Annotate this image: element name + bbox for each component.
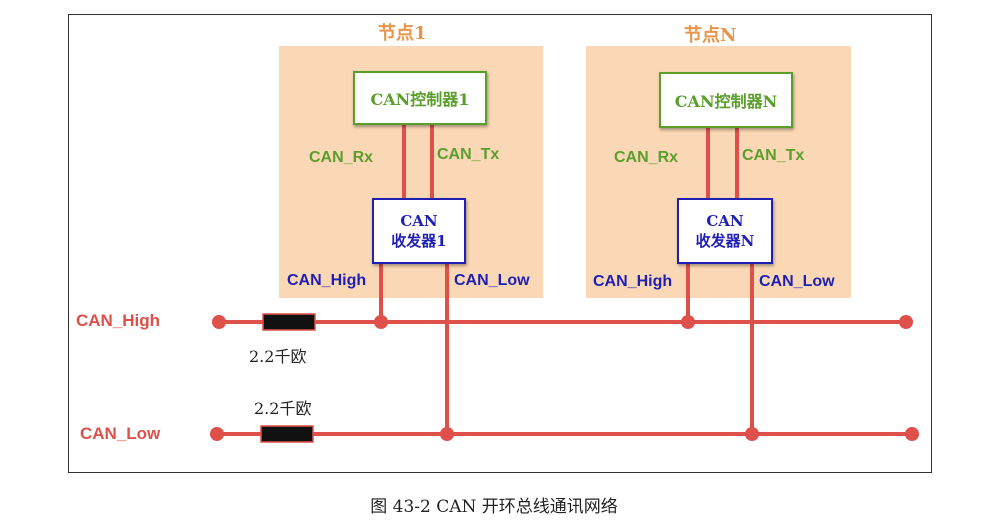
node-n-low-label: CAN_Low bbox=[759, 273, 835, 290]
node-1-low-label: CAN_Low bbox=[454, 272, 530, 289]
node-1-rx-label: CAN_Rx bbox=[309, 149, 374, 166]
node-n-rx-label: CAN_Rx bbox=[614, 149, 679, 166]
bus-high-label: CAN_High bbox=[76, 311, 161, 330]
low-bus-left-terminal bbox=[210, 427, 224, 441]
node-1-title: 节点1 bbox=[378, 23, 427, 44]
bus-low-label: CAN_Low bbox=[80, 424, 161, 443]
node-1-tx-label: CAN_Tx bbox=[437, 146, 500, 163]
high-resistor-label: 2.2千欧 bbox=[249, 347, 307, 366]
node-n-transceiver: CAN 收发器N bbox=[677, 198, 773, 264]
diagram-frame bbox=[68, 14, 932, 473]
low-bus-node-n-junction bbox=[745, 427, 759, 441]
node-n-transceiver-line1: CAN bbox=[706, 212, 744, 230]
high-bus-node-1-junction bbox=[374, 315, 388, 329]
high-bus-left-terminal bbox=[212, 315, 226, 329]
node-1-transceiver-line2: 收发器1 bbox=[391, 232, 447, 250]
node-n-transceiver-line2: 收发器N bbox=[695, 232, 755, 250]
node-1-transceiver: CAN 收发器1 bbox=[372, 198, 466, 264]
low-bus-node-1-junction bbox=[440, 427, 454, 441]
high-bus-node-n-junction bbox=[681, 315, 695, 329]
node-n-controller: CAN控制器N bbox=[659, 72, 793, 128]
low-bus-right-terminal bbox=[905, 427, 919, 441]
node-1-controller: CAN控制器1 bbox=[353, 71, 487, 125]
node-1-high-label: CAN_High bbox=[287, 272, 367, 289]
node-n-title: 节点N bbox=[684, 25, 737, 46]
figure-caption: 图 43-2 CAN 开环总线通讯网络 bbox=[370, 497, 618, 517]
high-bus-right-terminal bbox=[899, 315, 913, 329]
high-bus-resistor bbox=[262, 313, 316, 331]
node-n-high-label: CAN_High bbox=[593, 273, 673, 290]
node-n-tx-label: CAN_Tx bbox=[742, 147, 805, 164]
low-resistor-label: 2.2千欧 bbox=[254, 399, 312, 418]
node-1-transceiver-line1: CAN bbox=[400, 212, 438, 230]
low-bus-resistor bbox=[260, 425, 314, 443]
